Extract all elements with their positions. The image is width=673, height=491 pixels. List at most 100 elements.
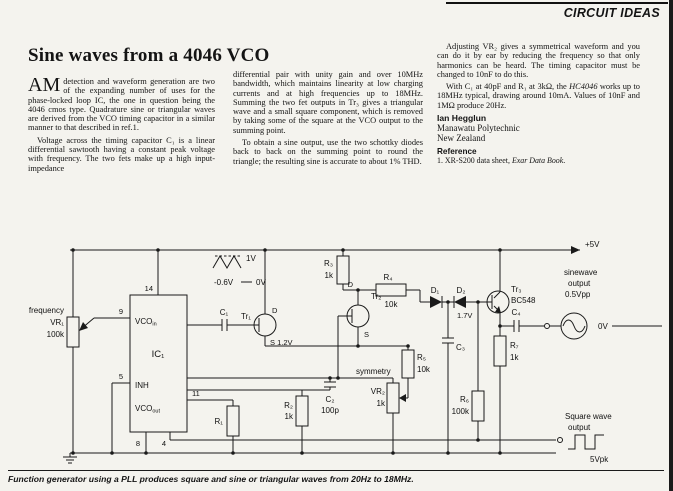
label-square-level: 5Vpk xyxy=(590,455,609,464)
label-r5: R₅ xyxy=(417,353,426,362)
label-r5-value: 10k xyxy=(417,365,431,374)
sine-output-terminal xyxy=(544,323,550,329)
author-name: Ian Hegglun xyxy=(437,113,487,124)
author-affiliation: Manawatu Polytechnic xyxy=(437,123,520,134)
label-vco-out: VCOout xyxy=(135,404,160,415)
label-tr1-drain: D xyxy=(272,306,278,315)
label-ic1: IC₁ xyxy=(152,349,165,360)
ic1-outline xyxy=(129,294,188,433)
label-square-output-1: Square wave xyxy=(565,412,612,421)
label-symmetry: symmetry xyxy=(356,367,391,376)
label-supply: +5V xyxy=(585,240,600,249)
label-pin8: 8 xyxy=(136,439,140,448)
circuit-wiring xyxy=(63,249,662,464)
junction-dots xyxy=(71,248,502,455)
triangle-wave-icon xyxy=(212,255,242,269)
label-wave-zero: 0V xyxy=(256,278,266,287)
label-r4-value: 10k xyxy=(385,300,399,309)
label-sine-zero: 0V xyxy=(598,322,608,331)
label-tr2-drain: D xyxy=(348,280,354,289)
label-c4: C₄ xyxy=(511,308,520,317)
section-label: CIRCUIT IDEAS xyxy=(563,6,660,20)
paragraph-text: With C₁ at 40pF and R₁ at 3kΩ, the xyxy=(446,82,570,92)
supply-arrow xyxy=(571,246,580,254)
circuit-components xyxy=(66,246,604,450)
section-rule xyxy=(446,2,668,4)
label-d2: D₂ xyxy=(457,286,466,295)
d1-symbol xyxy=(430,296,442,308)
vr1-wiper-arrow xyxy=(79,322,88,331)
square-output-terminal xyxy=(557,437,563,443)
label-wave-top: 1V xyxy=(246,254,256,263)
label-r6: R₆ xyxy=(460,395,469,404)
label-tr1-source: S 1.2V xyxy=(270,338,293,347)
label-pin4: 4 xyxy=(162,439,166,448)
label-vco-in: VCOin xyxy=(135,317,157,328)
r6-symbol xyxy=(471,390,485,422)
label-tr2-source: S xyxy=(364,330,369,339)
r7-symbol xyxy=(493,335,507,367)
vr1-symbol xyxy=(66,316,80,348)
label-tr3: Tr₃ xyxy=(511,285,522,294)
label-vr2-value: 1k xyxy=(377,399,386,408)
author-country: New Zealand xyxy=(437,133,486,144)
r5-symbol xyxy=(401,349,415,379)
label-c2-value: 100p xyxy=(321,406,339,415)
paragraph-text: detection and waveform generation are tw… xyxy=(28,77,215,133)
tr2-symbol xyxy=(346,304,370,328)
figure-caption: Function generator using a PLL produces … xyxy=(8,470,664,484)
label-vr1-value: 100k xyxy=(47,330,65,339)
article-title: Sine waves from a 4046 VCO xyxy=(28,45,270,66)
sine-wave-glyph xyxy=(562,319,586,333)
label-r3: R₃ xyxy=(324,259,333,268)
label-vr1: VR₁ xyxy=(50,318,64,327)
part-number-italic: HC4046 xyxy=(569,82,598,92)
vr2-wiper-arrow xyxy=(399,394,406,402)
label-sine-output-1: sinewave xyxy=(564,268,598,277)
label-square-output-2: output xyxy=(568,423,591,432)
label-pin14: 14 xyxy=(145,284,153,293)
label-tr2: Tr₂ xyxy=(371,292,381,301)
reference-text: 1. XR-S200 data sheet, xyxy=(437,155,512,165)
paragraph: differential pair with unity gain and ov… xyxy=(233,70,423,135)
sine-wave-icon xyxy=(560,312,588,340)
scan-edge-shadow xyxy=(669,0,673,491)
label-vr2: VR₂ xyxy=(371,387,385,396)
r3-symbol xyxy=(336,255,350,285)
reference-book-italic: Exar Data Book xyxy=(511,155,564,165)
label-c1: C₁ xyxy=(220,308,229,317)
label-r2-value: 1k xyxy=(285,412,294,421)
label-c3: C₃ xyxy=(456,343,465,352)
reference-text: . xyxy=(563,155,566,165)
label-pin11: 11 xyxy=(192,389,200,398)
paragraph: Voltage across the timing capacitor C₁ i… xyxy=(28,135,215,173)
label-r7: R₇ xyxy=(510,341,519,350)
paragraph-text: works up to 18MHz typical, drawing aroun… xyxy=(437,82,640,110)
tr1-symbol xyxy=(253,313,277,337)
paragraph: Adjusting VR₂ gives a symmetrical wavefo… xyxy=(437,42,640,79)
paragraph: With C₁ at 40pF and R₁ at 3kΩ, the HC404… xyxy=(437,82,640,110)
label-pin5: 5 xyxy=(119,372,123,381)
text-column-3: Adjusting VR₂ gives a symmetrical wavefo… xyxy=(437,42,640,165)
label-frequency: frequency xyxy=(29,306,64,315)
r4-symbol xyxy=(375,283,407,297)
vr2-symbol xyxy=(386,382,400,414)
label-pin9: 9 xyxy=(119,307,123,316)
label-tr3-type: BC548 xyxy=(511,296,536,305)
reference-entry: 1. XR-S200 data sheet, Exar Data Book. xyxy=(437,155,640,166)
circuit-schematic: +5V 1V -0.6V 0V frequency VR₁ 100k 14 9 … xyxy=(29,240,662,464)
text-column-2: differential pair with unity gain and ov… xyxy=(233,70,423,169)
label-sine-level: 0.5Vpp xyxy=(565,290,591,299)
label-r6-value: 100k xyxy=(452,407,470,416)
r2-symbol xyxy=(295,395,309,427)
label-r4: R₄ xyxy=(383,273,392,282)
reference-heading: Reference xyxy=(437,147,477,157)
label-c2: C₂ xyxy=(326,395,335,404)
label-inh: INH xyxy=(135,381,149,390)
label-r3-value: 1k xyxy=(325,271,334,280)
label-r1: R₁ xyxy=(215,417,224,426)
label-r7-value: 1k xyxy=(510,353,519,362)
paragraph: To obtain a sine output, use the two sch… xyxy=(233,138,423,166)
